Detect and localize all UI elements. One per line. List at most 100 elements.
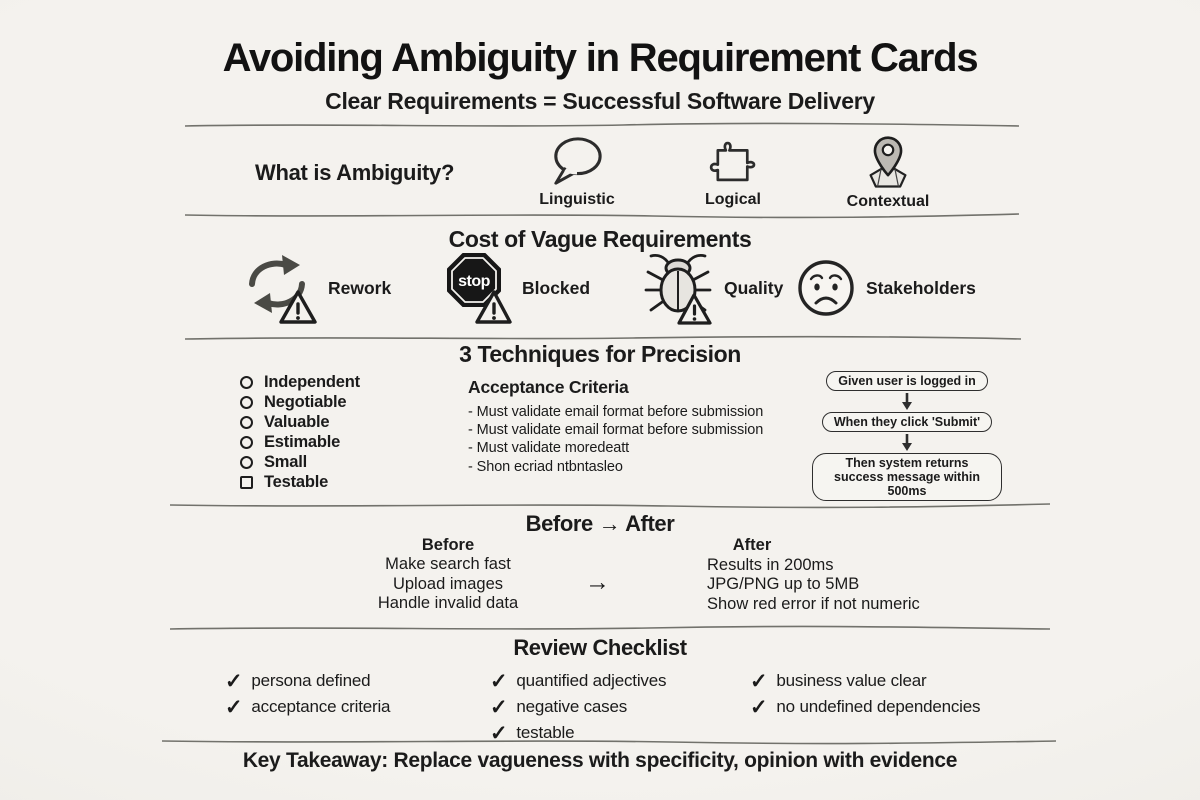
invest-label: Small [264, 452, 308, 471]
invest-item: Negotiable [240, 392, 360, 412]
section-divider [169, 625, 1051, 630]
acceptance-criteria-item: - Must validate email format before subm… [468, 404, 764, 420]
before-column-heading: Before [421, 536, 475, 554]
checkmark-icon: ✓ [490, 695, 508, 719]
acceptance-criteria-item: - Must validate email format before subm… [468, 422, 764, 439]
square-bullet-icon [240, 475, 253, 489]
invest-label: Negotiable [264, 392, 347, 411]
checklist-item: ✓ business value clear [750, 668, 980, 694]
techniques-heading: 3 Techniques for Precision [459, 341, 741, 367]
circle-bullet-icon [240, 435, 253, 449]
key-takeaway: Key Takeaway: Replace vagueness with spe… [0, 749, 1200, 773]
before-column: Before Make search fast Upload images Ha… [368, 536, 528, 613]
before-item: Make search fast [385, 555, 511, 574]
speech-bubble-icon [554, 137, 602, 185]
acceptance-criteria-heading: Acceptance Criteria [468, 377, 629, 397]
cost-item-rework: Rework [240, 250, 391, 326]
invest-item: Testable [240, 472, 360, 492]
invest-item: Independent [240, 372, 360, 392]
rework-cycle-warning-icon [249, 255, 317, 324]
checklist-item: ✓ quantified adjectives [490, 668, 666, 694]
circle-bullet-icon [240, 415, 253, 429]
section-divider [169, 503, 1051, 509]
checklist-column-3: ✓ business value clear ✓ no undefined depe… [750, 668, 981, 720]
page-title: Avoiding Ambiguity in Requirement Cards [222, 36, 979, 80]
ambiguity-heading: What is Ambiguity? [255, 160, 455, 185]
acceptance-criteria-item: - Shon ecriad ntbntasleo [468, 458, 623, 475]
checklist-label: acceptance criteria [251, 697, 391, 716]
invest-list: Independent Negotiable Valuable Estimabl… [240, 372, 360, 492]
ambiguity-type-label: Logical [704, 191, 761, 208]
arrow-down-icon [902, 393, 912, 410]
ambiguity-type-logical: Logical [668, 136, 798, 209]
cost-item-label: Quality [724, 277, 784, 298]
checkmark-icon: ✓ [490, 669, 508, 693]
key-takeaway-label: Key Takeaway: [242, 749, 388, 772]
before-item: Handle invalid data [377, 593, 519, 612]
stop-sign-text: stop [458, 273, 491, 290]
ambiguity-type-contextual: Contextual [823, 136, 953, 211]
page-subtitle: Clear Requirements = Successful Software… [325, 88, 875, 114]
ambiguity-type-label: Linguistic [539, 191, 615, 208]
section-divider [184, 335, 1022, 340]
flow-step-given: Given user is logged in [826, 371, 988, 391]
circle-bullet-icon [240, 375, 253, 389]
cost-item-stakeholders: Stakeholders [796, 250, 976, 326]
after-item: Show red error if not numeric [707, 594, 920, 613]
bug-warning-icon [644, 254, 712, 325]
checklist-heading: Review Checklist [513, 635, 687, 660]
after-item: JPG/PNG up to 5MB [707, 575, 860, 594]
invest-item: Small [240, 452, 360, 472]
flow-step-when: When they click 'Submit' [821, 412, 993, 432]
invest-item: Valuable [240, 412, 360, 432]
section-divider [184, 213, 1020, 219]
after-item: Results in 200ms [707, 556, 834, 574]
circle-bullet-icon [240, 455, 253, 469]
checkmark-icon: ✓ [750, 695, 768, 719]
stop-sign-warning-icon: stop [447, 253, 512, 324]
invest-label: Estimable [264, 432, 341, 451]
checklist-item: ✓ negative cases [490, 694, 666, 720]
after-column: Results in 200ms JPG/PNG up to 5MB Show … [707, 556, 920, 614]
checklist-label: business value clear [776, 671, 927, 690]
checklist-column-1: ✓ persona defined ✓ acceptance criteria [225, 668, 390, 720]
cost-item-label: Rework [328, 277, 392, 298]
checklist-item: ✓ persona defined [225, 668, 390, 694]
checklist-label: quantified adjectives [516, 671, 667, 690]
before-item: Upload images [392, 574, 504, 593]
acceptance-criteria-item: - Must validate moredeatt [468, 440, 630, 457]
puzzle-piece-icon [709, 141, 756, 182]
checklist-label: negative cases [516, 697, 628, 716]
sad-face-icon [798, 260, 854, 316]
invest-label: Valuable [264, 412, 330, 431]
checkmark-icon: ✓ [490, 721, 508, 745]
cost-item-label: Blocked [522, 277, 591, 298]
cost-item-blocked: stop Blocked [446, 250, 590, 326]
invest-label: Independent [264, 372, 360, 391]
checkmark-icon: ✓ [225, 695, 243, 719]
checklist-column-2: ✓ quantified adjectives ✓ negative cases ✓… [490, 668, 666, 746]
circle-bullet-icon [240, 395, 253, 409]
checklist-label: testable [516, 723, 575, 742]
flow-step-then: Then system returns success message with… [812, 453, 1002, 501]
checkmark-icon: ✓ [750, 669, 768, 693]
gherkin-flow: Given user is logged in When they click … [812, 371, 1002, 501]
arrow-down-icon [902, 434, 912, 451]
checkmark-icon: ✓ [225, 669, 243, 693]
checklist-label: persona defined [251, 671, 371, 690]
invest-item: Estimable [240, 432, 360, 452]
checklist-label: no undefined dependencies [776, 697, 981, 716]
after-column-heading: After [732, 536, 772, 554]
cost-item-label: Stakeholders [866, 277, 976, 298]
before-to-after-arrow: → [585, 568, 610, 596]
section-divider [184, 122, 1020, 127]
before-after-heading: Before → After [525, 511, 675, 536]
checklist-item: ✓ no undefined dependencies [750, 694, 981, 720]
ambiguity-type-linguistic: Linguistic [512, 136, 642, 209]
key-takeaway-text: Replace vagueness with specificity, opin… [387, 749, 958, 772]
checklist-item: ✓ acceptance criteria [225, 694, 390, 720]
map-pin-icon [869, 136, 907, 188]
cost-item-quality: Quality [642, 250, 783, 326]
section-divider [161, 740, 1057, 745]
